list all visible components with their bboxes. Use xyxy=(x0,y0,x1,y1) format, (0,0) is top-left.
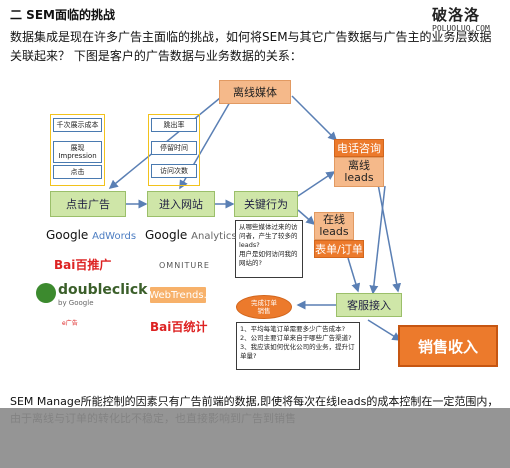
arrow-leads-to-service xyxy=(369,185,386,295)
ad-metric-cpm: 千次展示成本 xyxy=(53,118,102,132)
arrow-form-to-service xyxy=(347,257,361,293)
logo-webtrends: WebTrends. xyxy=(149,287,207,303)
sales-revenue-box: 销售收入 xyxy=(398,325,498,367)
online-leads-box: 在线 leads xyxy=(314,212,354,240)
logo-doubleclick: doubleclick xyxy=(58,282,148,298)
click-ad-box: 点击广告 xyxy=(50,191,126,217)
site-metric-duration: 停留时间 xyxy=(151,141,197,155)
logo-doubleclick-sub: by Google xyxy=(58,299,94,307)
offline-leads-box: 离线 leads xyxy=(334,157,384,187)
logo-small-ad: e广告 xyxy=(62,320,78,327)
enter-site-box: 进入网站 xyxy=(147,191,215,217)
complete-order-ellipse: 完成订单 销售 xyxy=(236,295,292,319)
site-metrics-group xyxy=(148,114,200,186)
arrow-key-to-offline xyxy=(297,171,336,197)
fade-overlay xyxy=(0,408,510,468)
logo-omniture: OMNITURE xyxy=(159,261,210,270)
logo-baidu-tongji: Bai百统计 xyxy=(150,320,208,334)
logo-baidu-tuiguang: Bai百推广 xyxy=(54,258,112,272)
logo-doubleclick-mark xyxy=(36,283,56,303)
intro-paragraph: 数据集成是现在许多广告主面临的挑战，如何将SEM与其它广告数据与广告主的业务层数… xyxy=(10,30,492,63)
site-metric-bounce: 跳出率 xyxy=(151,118,197,132)
arrow-key-to-online xyxy=(297,209,316,225)
ad-metric-impression: 展现 Impression xyxy=(53,141,102,163)
key-action-box: 关键行为 xyxy=(234,191,298,217)
site-metric-visits: 访问次数 xyxy=(151,164,197,178)
ad-metric-click: 点击 xyxy=(53,165,102,179)
watermark-en: POLUOLUO.COM xyxy=(432,24,490,33)
key-action-note: 从哪些媒体过来的访问者，产生了较多的leads? 用户是如何访问我的网站的? xyxy=(235,220,303,278)
watermark-cn: 破洛洛 xyxy=(432,6,481,24)
offline-media-box: 离线媒体 xyxy=(219,80,291,104)
logo-google-adwords: Google AdWords xyxy=(46,228,137,242)
service-intake-box: 客服接入 xyxy=(336,293,402,317)
phone-consult-box: 电话咨询 xyxy=(334,139,384,157)
arrow-media-to-phone xyxy=(291,95,338,142)
arrow-service-to-sales xyxy=(367,319,402,341)
ad-metrics-group xyxy=(50,114,105,186)
service-note: 1、平均每笔订单需要多少广告成本? 2、公司主要订单来自于哪些广告渠道? 3、我… xyxy=(236,322,360,370)
section-heading: 二 SEM面临的挑战 xyxy=(10,8,115,22)
form-order-box: 表单/订单 xyxy=(314,240,364,258)
logo-google-analytics: Google Analytics xyxy=(145,228,237,242)
